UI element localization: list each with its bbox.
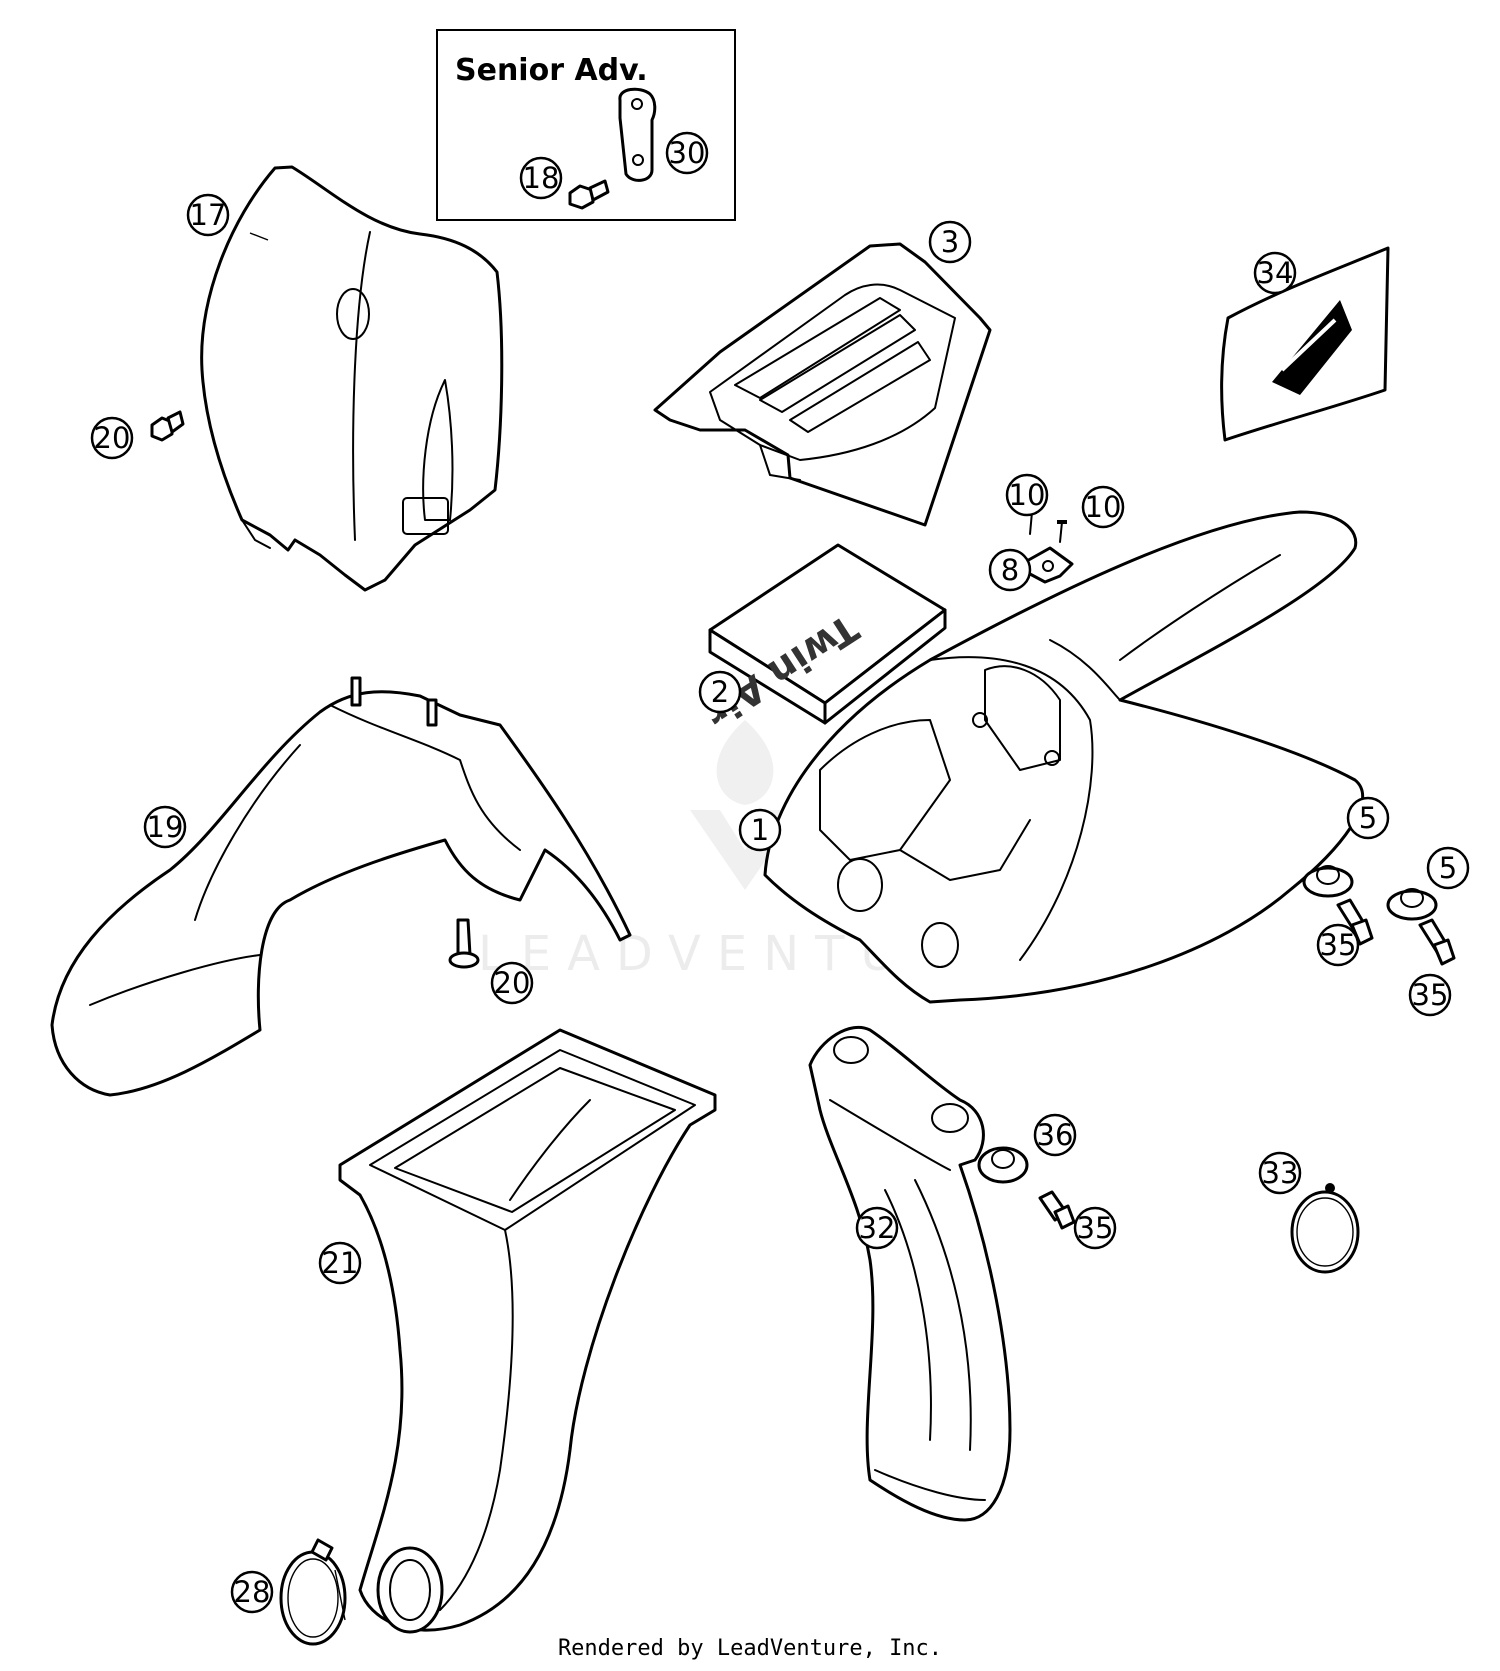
leader-lines (249, 232, 269, 241)
callout-8: 8 (988, 548, 1032, 592)
svg-text:21: 21 (322, 1246, 359, 1280)
svg-text:35: 35 (1320, 928, 1357, 962)
part-18-bolt (568, 179, 610, 210)
callout-30: 30 (665, 131, 709, 175)
callout-2: 2 (698, 670, 742, 714)
part-21-airbox (338, 1028, 717, 1634)
footer-credit: Rendered by LeadVenture, Inc. (558, 1636, 942, 1661)
callout-35-middle: 35 (1073, 1206, 1117, 1250)
watermark-flame-icon (716, 720, 774, 805)
part-32-intake-boot (808, 1025, 1012, 1522)
svg-text:34: 34 (1257, 256, 1294, 290)
svg-text:35: 35 (1412, 978, 1449, 1012)
part-10-screws (1027, 510, 1067, 543)
part-35-screw-middle (1038, 1190, 1076, 1230)
callout-35-lower: 35 (1408, 973, 1452, 1017)
part-8-clip (1023, 546, 1074, 584)
part-35-screw-lower (1418, 918, 1456, 966)
callout-18: 18 (519, 156, 563, 200)
callout-5-lower: 5 (1426, 846, 1470, 890)
callout-32: 32 (855, 1206, 899, 1250)
svg-text:18: 18 (523, 161, 560, 195)
svg-text:8: 8 (1001, 553, 1019, 587)
part-20-bolt-upper (150, 410, 185, 442)
inset-senior-adv: Senior Adv. (436, 29, 736, 221)
svg-text:2: 2 (711, 675, 729, 709)
svg-text:33: 33 (1262, 1156, 1299, 1190)
part-17-number-plate (200, 165, 504, 592)
svg-text:32: 32 (859, 1211, 896, 1245)
part-28-hose-clamp (279, 1538, 347, 1646)
part-19-front-fender (50, 676, 632, 1097)
part-36-grommet (977, 1146, 1029, 1184)
callout-36: 36 (1033, 1113, 1077, 1157)
svg-text:17: 17 (190, 198, 227, 232)
svg-text:10: 10 (1085, 490, 1122, 524)
callout-28: 28 (230, 1570, 274, 1614)
callout-10-right: 10 (1081, 485, 1125, 529)
svg-text:19: 19 (147, 810, 184, 844)
part-5-grommet-upper (1302, 865, 1354, 898)
svg-text:5: 5 (1359, 801, 1377, 835)
svg-text:3: 3 (941, 225, 959, 259)
callout-1: 1 (738, 808, 782, 852)
callout-35-upper: 35 (1316, 923, 1360, 967)
part-35-screw-upper (1336, 898, 1374, 946)
callout-3: 3 (928, 220, 972, 264)
part-3-airbox-cover (653, 242, 992, 527)
svg-text:36: 36 (1037, 1118, 1074, 1152)
svg-text:20: 20 (94, 421, 131, 455)
svg-text:20: 20 (494, 966, 531, 1000)
part-20-bolt-lower (448, 918, 480, 969)
svg-text:5: 5 (1439, 851, 1457, 885)
callout-19: 19 (143, 805, 187, 849)
callout-5-upper: 5 (1346, 796, 1390, 840)
svg-text:35: 35 (1077, 1211, 1114, 1245)
callout-21: 21 (318, 1241, 362, 1285)
svg-text:10: 10 (1009, 478, 1046, 512)
part-34-decal (1220, 246, 1390, 442)
svg-text:1: 1 (751, 813, 769, 847)
svg-text:28: 28 (234, 1575, 271, 1609)
callout-10-left: 10 (1005, 473, 1049, 517)
callout-20-upper: 20 (90, 416, 134, 460)
inset-title: Senior Adv. (455, 53, 648, 88)
callout-34: 34 (1253, 251, 1297, 295)
callout-33: 33 (1258, 1151, 1302, 1195)
callout-20-lower: 20 (490, 961, 534, 1005)
part-1-rear-fender (763, 510, 1365, 1004)
svg-text:30: 30 (669, 136, 706, 170)
callout-17: 17 (186, 193, 230, 237)
part-30-bracket (618, 87, 657, 182)
part-5-grommet-lower (1386, 888, 1438, 921)
part-33-clamp (1290, 1183, 1360, 1274)
